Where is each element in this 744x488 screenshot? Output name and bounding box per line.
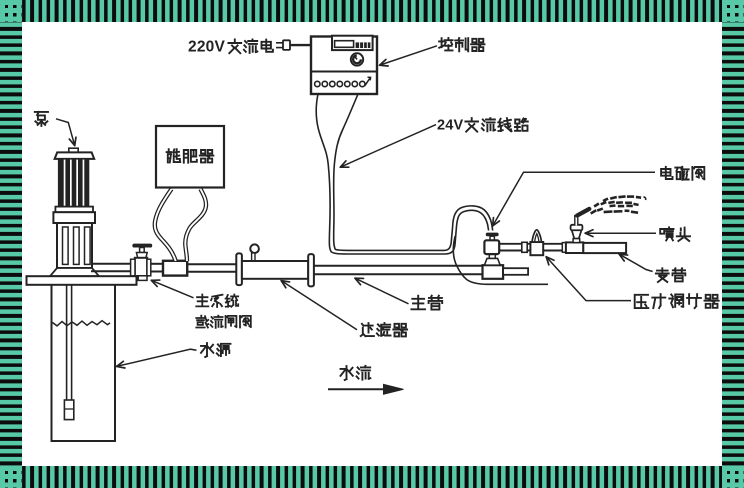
svg-text:220V: 220V — [188, 39, 225, 56]
svg-text:24V: 24V — [437, 117, 464, 133]
